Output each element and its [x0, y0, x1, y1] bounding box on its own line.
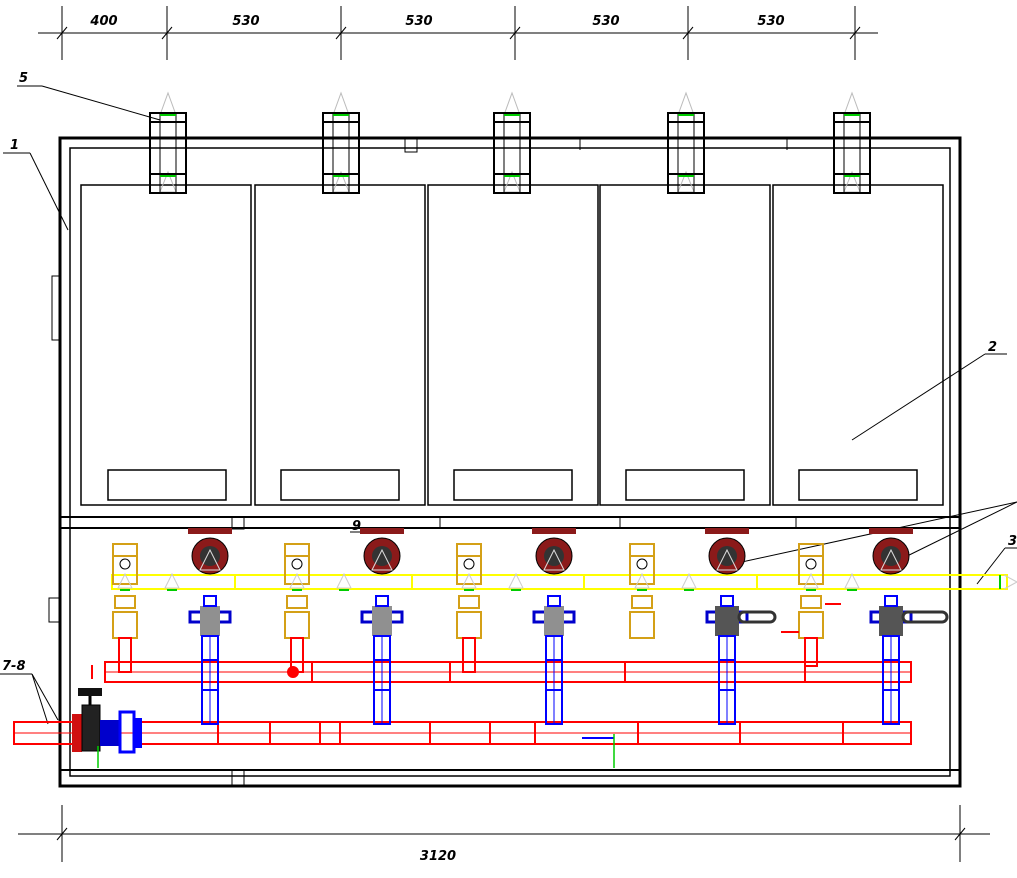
gas-line-end [999, 574, 1017, 590]
dim-segment-5: 530 [757, 14, 784, 29]
flue-adapter-3 [493, 91, 531, 194]
callout-frame: 1 [10, 138, 19, 153]
pump-group-4 [629, 528, 777, 725]
boiler-bank [80, 184, 944, 506]
pump-group-3 [456, 528, 576, 725]
dim-segment-4: 530 [592, 14, 619, 29]
dim-segment-2: 530 [232, 14, 259, 29]
gas-line [111, 574, 1008, 590]
pump-group-5 [781, 528, 949, 725]
callout-valve: 9 [352, 519, 361, 534]
flue-adapter-1 [149, 91, 187, 194]
callout-pump-group: 3 [1008, 534, 1017, 549]
callout-boiler: 2 [988, 340, 997, 355]
flue-adapter-4 [667, 91, 705, 194]
dim-segment-3: 530 [405, 14, 432, 29]
main-header [13, 721, 912, 745]
flow-arrow [582, 734, 615, 768]
frame-outline [48, 136, 962, 788]
callout-manifold: 7-8 [2, 659, 26, 674]
bottom-dimension [18, 805, 990, 862]
flue-adapter-5 [833, 91, 871, 194]
supply-header [91, 661, 912, 683]
callout-flue-adapter: 5 [19, 71, 28, 86]
flue-adapter-2 [322, 91, 360, 194]
pump-group-2 [284, 528, 404, 725]
dim-segment-1: 400 [89, 14, 117, 29]
top-dimension-chain [38, 6, 878, 60]
dim-overall-width: 3120 [420, 849, 456, 864]
pump-group-1 [112, 528, 232, 725]
inlet-valve [72, 688, 142, 768]
